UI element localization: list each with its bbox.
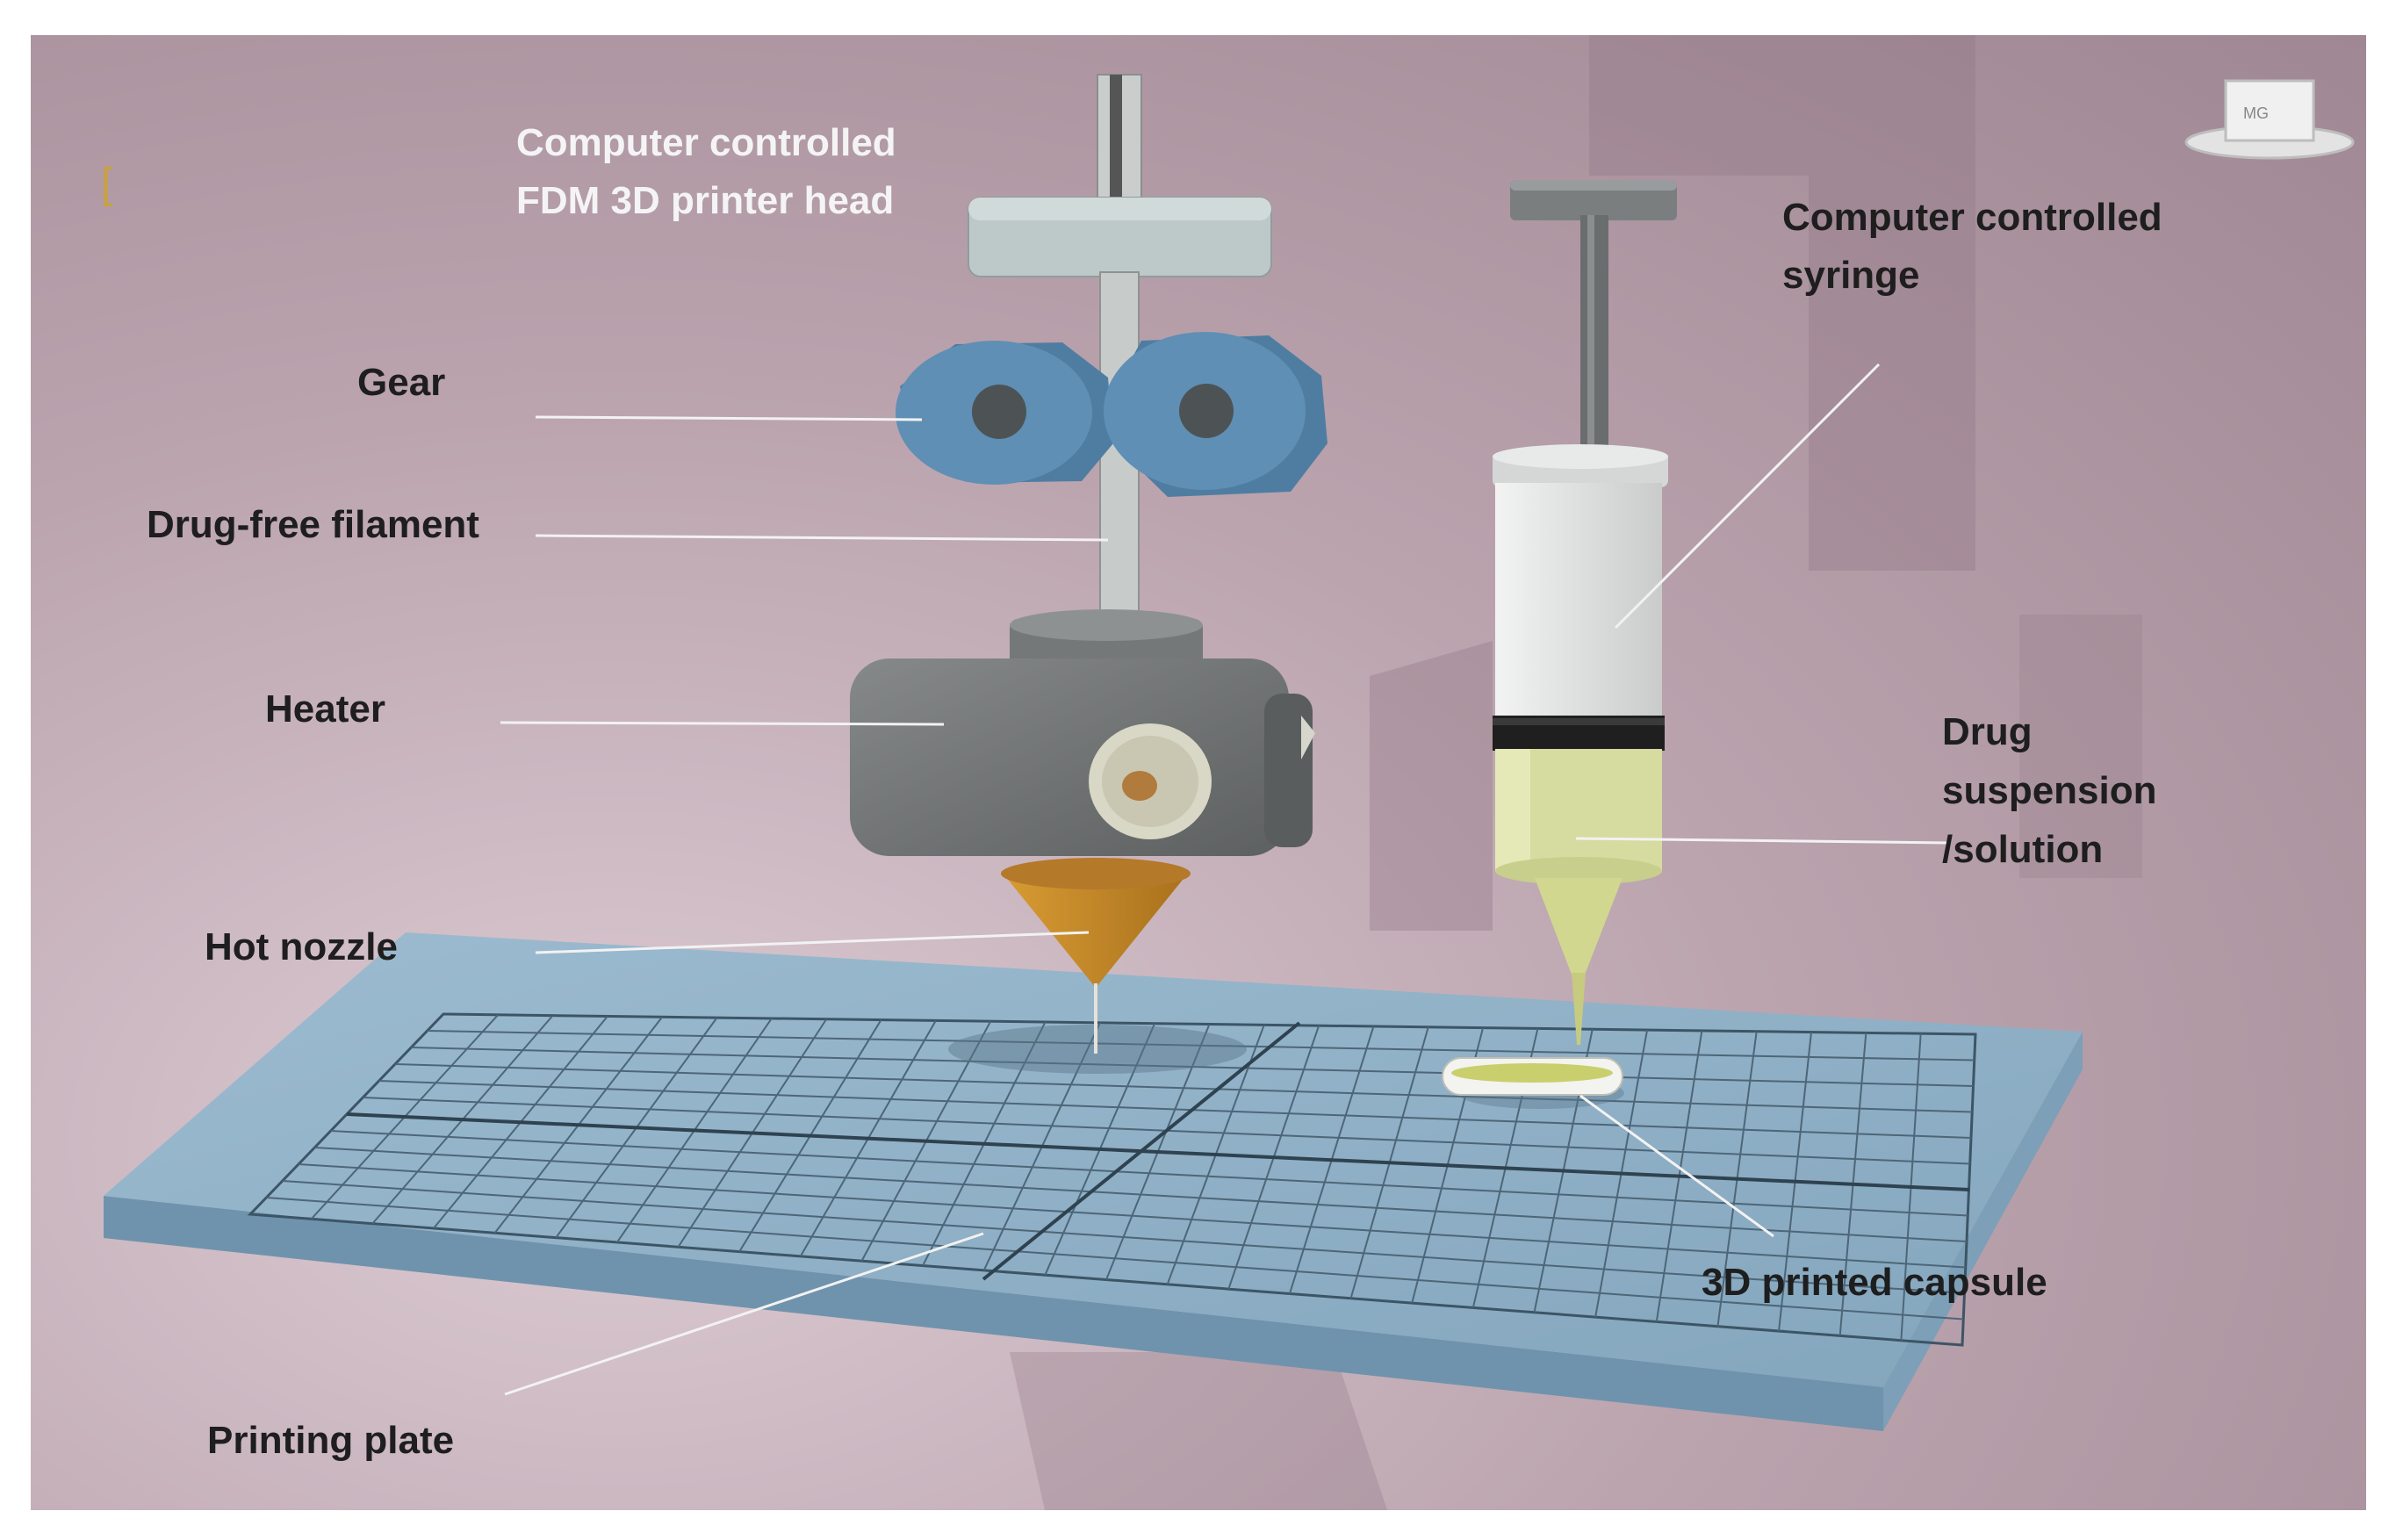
gear-leader	[535, 415, 923, 421]
heater-label: Heater	[265, 687, 385, 730]
capsule-leader	[1579, 1094, 1774, 1238]
grid-line	[427, 1030, 1975, 1061]
grid-line	[266, 1197, 1964, 1321]
grid-line	[394, 1063, 1973, 1113]
nozzle-leader	[535, 931, 1090, 954]
heater-block	[850, 658, 1289, 856]
drug-label-line2: suspension	[1942, 769, 2157, 812]
syringe-label-line1: Computer controlled	[1782, 196, 2162, 239]
capsule-label: 3D printed capsule	[1702, 1261, 2047, 1304]
printer-logo-icon: MG	[2184, 79, 2355, 160]
grid-line	[378, 1080, 1972, 1139]
drug-label-line1: Drug	[1942, 710, 2033, 753]
fdm-printer-head	[850, 74, 1328, 1054]
printing-plate-label: Printing plate	[207, 1419, 454, 1462]
grid-line	[314, 1147, 1968, 1242]
fdm-head-label-line2: FDM 3D printer head	[516, 179, 894, 222]
grid-line	[411, 1047, 1974, 1087]
gear-label: Gear	[357, 361, 445, 404]
hot-nozzle-label: Hot nozzle	[205, 925, 398, 968]
hot-nozzle	[1001, 871, 1190, 988]
grid-line	[298, 1163, 1966, 1269]
gear-right	[1104, 332, 1328, 497]
gear-left	[896, 341, 1113, 485]
syringe	[1442, 180, 1677, 1096]
syringe-leader	[1614, 363, 1881, 630]
heater-leader	[500, 721, 945, 726]
drug-label-line3: /solution	[1942, 828, 2103, 871]
corner-bracket-mark: [	[101, 161, 112, 207]
svg-text:MG: MG	[2243, 104, 2269, 122]
filament-label: Drug-free filament	[147, 503, 479, 546]
plate-leader	[504, 1232, 984, 1396]
printing-plate	[104, 932, 2083, 1431]
filament-leader	[535, 534, 1109, 542]
fdm-head-label-line1: Computer controlled	[516, 121, 896, 164]
syringe-barrel	[1495, 483, 1662, 720]
grid-line	[330, 1130, 1968, 1217]
grid-line	[282, 1180, 1965, 1294]
drug-leader	[1575, 837, 1950, 845]
syringe-label-line2: syringe	[1782, 254, 1920, 297]
leader-lines	[500, 363, 1950, 1396]
printed-capsule	[1442, 1057, 1623, 1096]
